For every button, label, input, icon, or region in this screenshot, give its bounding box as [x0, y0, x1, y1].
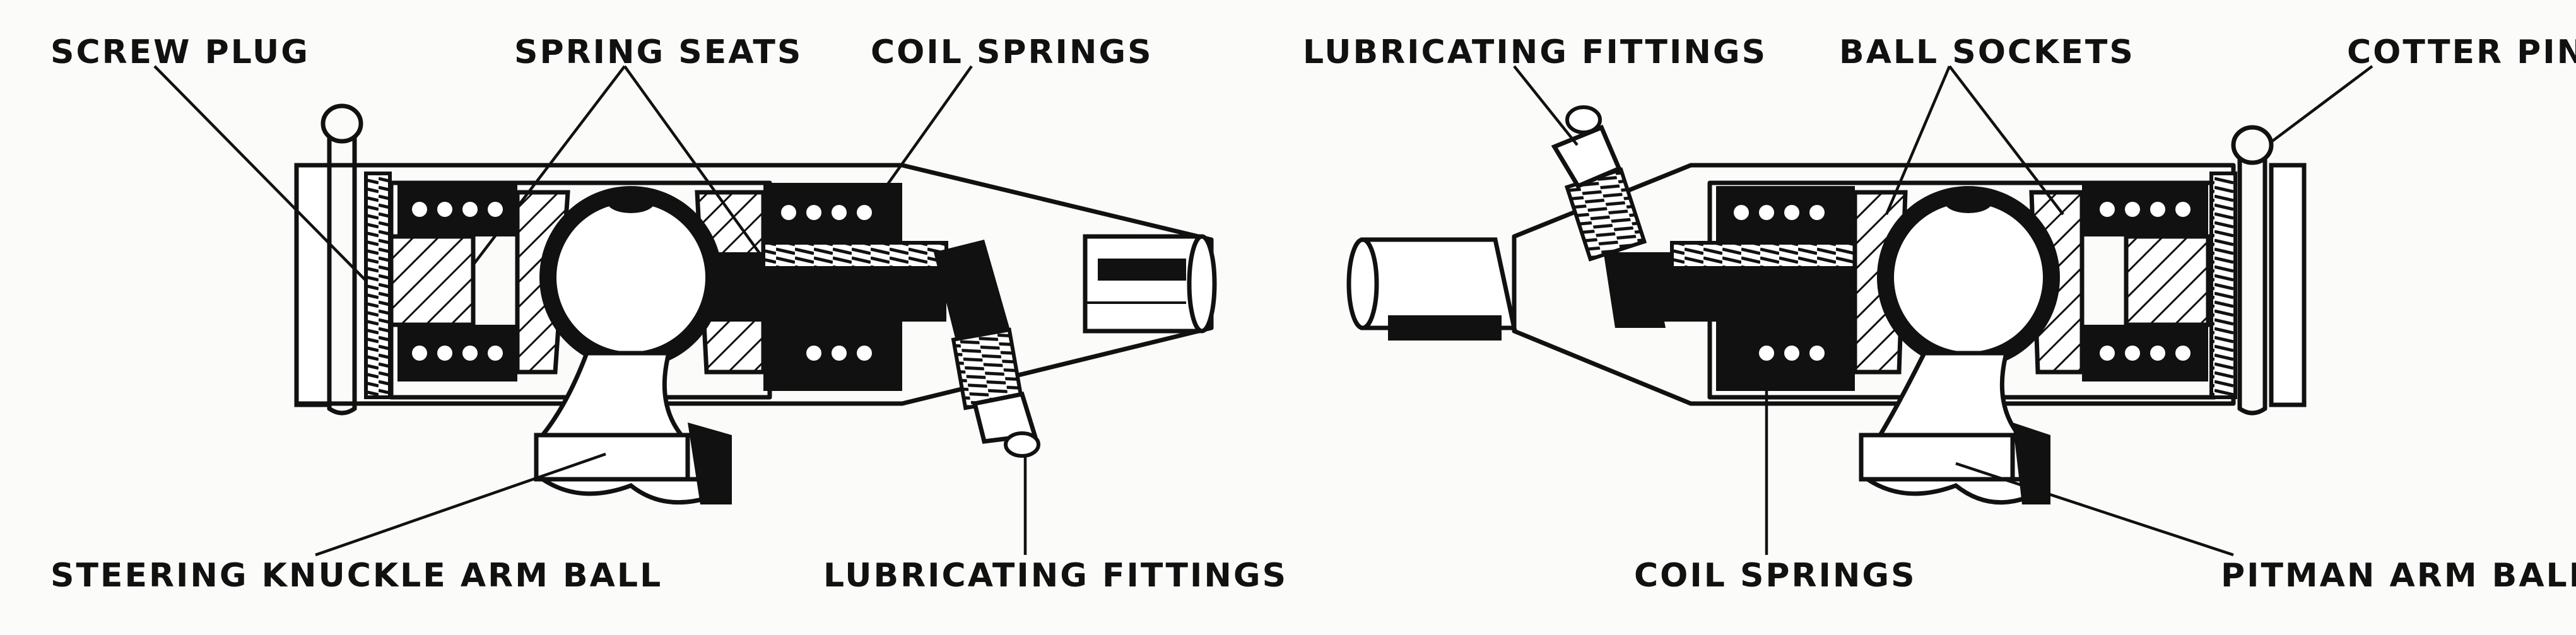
label-coil-springs-right: COIL SPRINGS [1634, 557, 1917, 595]
spring-seat-plug-right [2124, 234, 2211, 327]
leader-coil-springs-left [869, 65, 973, 209]
screw-plug-thread-right [2209, 172, 2237, 399]
label-pitman-arm-ball: PITMAN ARM BALL [2221, 557, 2576, 595]
left-assembly [294, 103, 1217, 505]
leader-screw-plug [153, 65, 367, 282]
label-cotter-pin: COTTER PIN [2347, 33, 2576, 71]
cotter-pin-right [2231, 125, 2274, 416]
knuckle-arm-base-left [534, 422, 732, 505]
leader-cotter-pin [2270, 65, 2373, 143]
label-ball-sockets: BALL SOCKETS [1839, 33, 2135, 71]
right-assembly [1346, 105, 2307, 505]
labels: SCREW PLUG SPRING SEATS COIL SPRINGS STE… [50, 33, 2576, 595]
pitman-arm-base [1859, 422, 2050, 505]
label-steering-knuckle-arm-ball: STEERING KNUCKLE ARM BALL [50, 557, 662, 595]
pitman-arm-ball-head [1876, 186, 2060, 438]
leader-pitman-arm [1955, 462, 2234, 557]
leader-ball-sockets-b [1948, 65, 2064, 216]
lubricating-fitting-left [934, 240, 1040, 458]
leader-lube-right [1513, 65, 1579, 146]
leader-spring-seats-b [623, 65, 765, 260]
screw-plug-thread-left [364, 172, 392, 399]
label-spring-seats: SPRING SEATS [514, 33, 803, 71]
steering-knuckle-ball [538, 186, 722, 438]
leader-spring-seats-a [472, 65, 626, 266]
spring-seat-plug-left [389, 234, 476, 327]
leader-steering-knuckle [315, 452, 606, 557]
screw-plug-right [2269, 163, 2307, 407]
leader-lines [153, 65, 2373, 557]
label-lubricating-fittings-right: LUBRICATING FITTINGS [1303, 33, 1767, 71]
label-lubricating-fittings-left: LUBRICATING FITTINGS [823, 557, 1288, 595]
tube-body-right [1512, 163, 2236, 406]
label-screw-plug: SCREW PLUG [50, 33, 310, 71]
tube-stub-right [1346, 237, 1517, 341]
leader-ball-sockets-a [1885, 66, 1951, 215]
label-coil-springs-left: COIL SPRINGS [871, 33, 1153, 71]
lubricating-fitting-right [1551, 105, 1666, 328]
screw-plug-left [294, 163, 332, 407]
tie-rod-stub-left [1083, 234, 1217, 334]
